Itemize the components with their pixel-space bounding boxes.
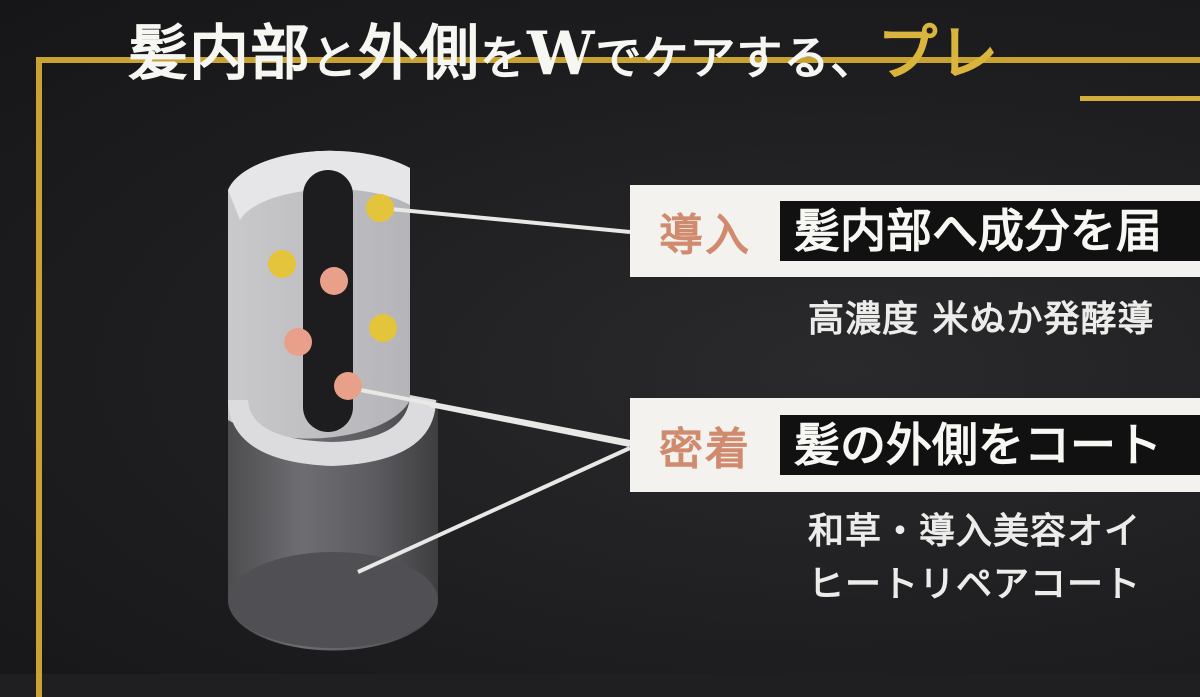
headline-particle-to: と	[311, 31, 358, 85]
ingredient-dot-pink	[334, 372, 362, 400]
headline-w: W	[527, 19, 596, 89]
sub-introduce-line-1: 高濃度 米ぬか発酵導	[808, 299, 1155, 340]
ingredient-dot-yellow	[268, 250, 296, 278]
claim-introduce: 髪内部へ成分を届	[780, 201, 1200, 261]
ingredient-dot-pink	[320, 267, 348, 295]
headline-accent: プレ	[877, 19, 1000, 89]
headline-part-outer: 外側	[358, 19, 480, 89]
headline-particle-wo: を	[480, 31, 527, 85]
sub-adhere-line-2: ヒートリペアコート	[808, 564, 1142, 605]
headline-care-text: でケアする、	[595, 31, 878, 85]
ingredient-dot-yellow	[369, 314, 397, 342]
gold-frame-border	[36, 57, 1200, 697]
tag-adhere: 密着	[659, 424, 751, 475]
pointer-line-2c	[357, 446, 631, 574]
headline-accent-underline	[1080, 96, 1200, 101]
pointer-line-2b	[429, 403, 631, 447]
ingredient-dot-yellow	[366, 194, 394, 222]
sub-adhere-line-1: 和草・導入美容オイ	[808, 511, 1142, 552]
page-headline: 髪内部と外側をWでケアする、プレ	[128, 14, 999, 98]
background	[0, 0, 1200, 674]
tag-introduce: 導入	[659, 210, 751, 261]
hair-diagram	[228, 150, 631, 651]
hair-cuticle-ring	[228, 395, 436, 466]
hair-core	[303, 170, 353, 432]
pointer-line-1	[379, 206, 631, 234]
label-adhere: 密着 髪の外側をコート	[630, 398, 1200, 492]
label-introduce: 導入 髪内部へ成分を届	[630, 185, 1200, 277]
claim-adhere: 髪の外側をコート	[780, 415, 1200, 475]
hair-shaft-bottom	[228, 552, 438, 648]
ingredient-dot-pink	[284, 328, 312, 356]
headline-part-inner: 髪内部	[128, 19, 311, 89]
